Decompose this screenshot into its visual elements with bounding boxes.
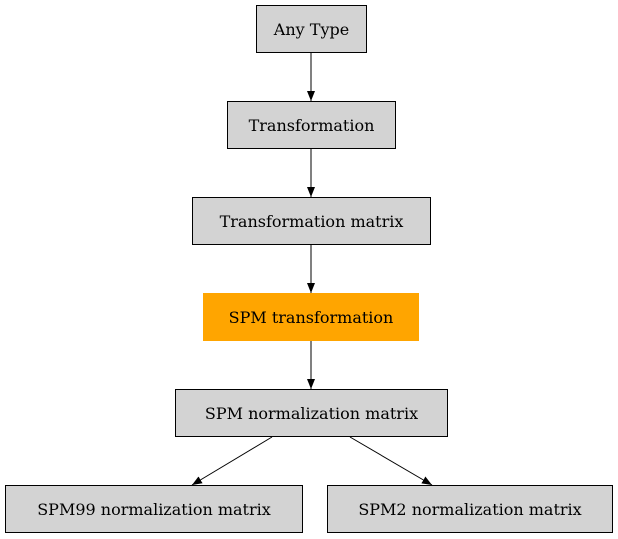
edge-spm-normalization-matrix-to-spm99	[191, 436, 273, 486]
node-spm99-normalization-matrix[interactable]: SPM99 normalization matrix	[5, 485, 303, 533]
node-spm2-normalization-matrix[interactable]: SPM2 normalization matrix	[327, 485, 613, 533]
node-spm-normalization-matrix[interactable]: SPM normalization matrix	[175, 389, 448, 437]
node-any-type[interactable]: Any Type	[256, 5, 367, 53]
node-transformation[interactable]: Transformation	[227, 101, 396, 149]
edge-spm-normalization-matrix-to-spm2	[349, 436, 433, 486]
node-transformation-matrix[interactable]: Transformation matrix	[192, 197, 431, 245]
node-spm-transformation[interactable]: SPM transformation	[203, 293, 419, 341]
